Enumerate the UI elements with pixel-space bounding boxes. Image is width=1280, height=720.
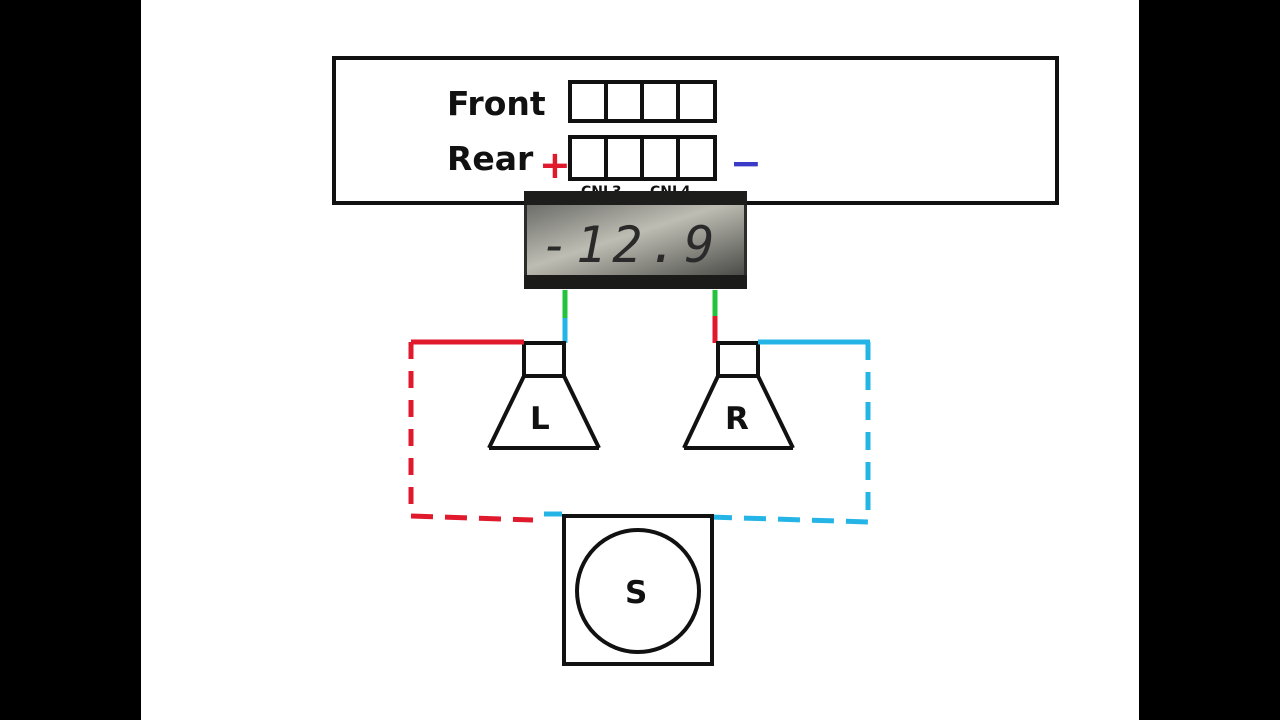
plus-sign: +: [539, 143, 571, 187]
right-speaker-label: R: [725, 401, 749, 437]
front-terminal-block: [568, 80, 717, 123]
right-speaker: [682, 341, 795, 450]
lcd-voltmeter-photo: -12.9: [524, 191, 747, 289]
lcd-readout: -12.9: [540, 216, 721, 274]
positive-wire: [408, 339, 534, 523]
subwoofer-cone: [575, 528, 701, 654]
rear-label: Rear: [447, 139, 534, 178]
left-speaker-label: L: [530, 401, 550, 437]
left-speaker: [487, 341, 601, 450]
rear-terminal-block: [568, 135, 717, 181]
subwoofer-label: S: [625, 575, 647, 611]
negative-wire: [709, 339, 871, 525]
minus-sign: −: [730, 141, 762, 185]
head-unit-panel: [332, 56, 1059, 205]
front-label: Front: [447, 84, 546, 123]
subwoofer-box: [562, 514, 714, 666]
